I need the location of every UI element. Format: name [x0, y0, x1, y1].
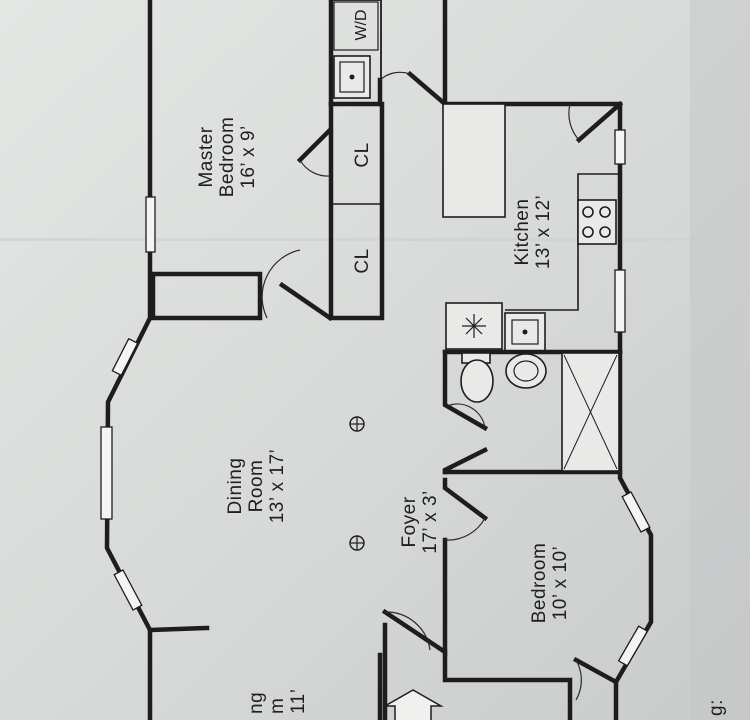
ceiling-fixture-icon [349, 416, 365, 432]
ceiling-fixture-icon [349, 535, 365, 551]
bathroom-sink-icon [505, 353, 547, 389]
room-size-foyer: 17’ x 3’ [420, 490, 441, 554]
window [614, 269, 626, 333]
entry-arrow-icon [382, 689, 444, 720]
window [100, 426, 113, 520]
paper-fold [0, 238, 750, 241]
room-living-room-partial: ng m 11’ [246, 689, 309, 714]
edge-caption: g: [706, 699, 727, 716]
kitchen-area [442, 100, 624, 352]
foyer-and-bedroom-walls [377, 477, 620, 720]
room-name-living-line2: m [267, 698, 288, 714]
room-size-dining: 13’ x 17’ [267, 449, 288, 524]
room-bedroom: Bedroom 10’ x 10’ [529, 543, 571, 624]
room-name-dining-line2: Room [246, 460, 267, 513]
room-foyer: Foyer 17’ x 3’ [399, 490, 441, 554]
washer-dryer-label: W/D [353, 9, 370, 40]
window [111, 337, 139, 377]
room-name-living-line1: ng [246, 692, 267, 714]
room-size-bedroom: 10’ x 10’ [550, 546, 571, 621]
window [145, 196, 156, 253]
room-master-bedroom: Master Bedroom 16’ x 9’ [196, 117, 259, 198]
laundry-area: W/D [330, 0, 382, 105]
toilet-icon [460, 359, 494, 403]
window [617, 625, 649, 667]
room-name-master-bedroom-line1: Master [196, 126, 217, 187]
room-name-kitchen: Kitchen [512, 199, 533, 266]
room-dining-room: Dining Room 13’ x 17’ [225, 449, 288, 524]
bathroom-area [442, 349, 623, 475]
windows [100, 129, 651, 667]
room-size-kitchen: 13’ x 12’ [533, 195, 554, 270]
closet-label-1: CL [352, 142, 373, 167]
page-edge-shadow [690, 0, 750, 720]
kitchen-island [442, 103, 506, 218]
room-name-master-bedroom-line2: Bedroom [217, 117, 238, 198]
room-name-dining-line1: Dining [225, 458, 246, 515]
stove-icon [577, 199, 617, 245]
room-size-living: 11’ [288, 689, 309, 714]
room-name-foyer: Foyer [399, 496, 420, 547]
room-kitchen: Kitchen 13’ x 12’ [512, 195, 554, 270]
room-size-master-bedroom: 16’ x 9’ [238, 125, 259, 189]
room-name-bedroom: Bedroom [529, 543, 550, 624]
window [113, 569, 143, 611]
window [621, 491, 651, 533]
door-swings [261, 71, 582, 701]
snowflake-icon [462, 314, 486, 338]
window [614, 129, 626, 165]
closet-label-2: CL [352, 248, 373, 273]
